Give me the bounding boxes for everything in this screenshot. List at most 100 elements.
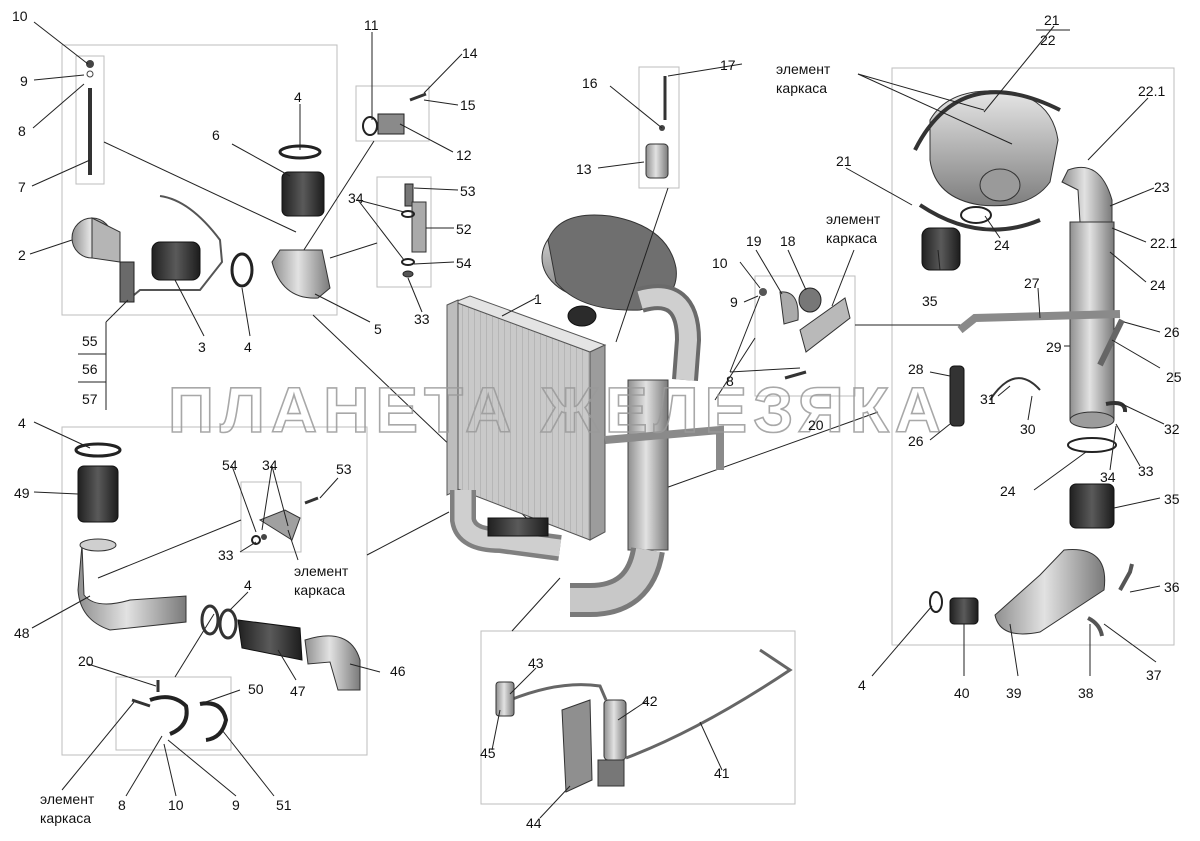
callout-21: 21 bbox=[836, 153, 852, 169]
callout-27-b: 26 bbox=[908, 433, 924, 449]
callout-28: 27 bbox=[1024, 275, 1040, 291]
callout-31: 30 bbox=[1020, 421, 1036, 437]
callout-8: 8 bbox=[18, 123, 26, 139]
callout-36-b: 35 bbox=[1164, 491, 1180, 507]
box-plug-group bbox=[638, 66, 680, 189]
callout-5: 5 bbox=[374, 321, 382, 337]
frame-label-bl-2: каркаса bbox=[40, 810, 91, 826]
callout-34-a: 33 bbox=[414, 311, 430, 327]
callout-14: 14 bbox=[462, 45, 478, 61]
box-clip-group bbox=[355, 85, 430, 142]
box-right-group bbox=[891, 67, 1175, 646]
callout-12: 12 bbox=[456, 147, 472, 163]
callout-35-c: 34 bbox=[262, 457, 278, 473]
callout-4-b: 4 bbox=[294, 89, 302, 105]
frame-label-low-2: каркаса bbox=[294, 582, 345, 598]
callout-57: 56 bbox=[82, 361, 98, 377]
callout-42: 41 bbox=[714, 765, 730, 781]
callout-50: 49 bbox=[14, 485, 30, 501]
frame-label-mid-1: элемент bbox=[826, 211, 881, 227]
callout-43: 42 bbox=[642, 693, 658, 709]
callout-3: 3 bbox=[198, 339, 206, 355]
callout-55-b: 54 bbox=[222, 457, 238, 473]
callout-40: 39 bbox=[1006, 685, 1022, 701]
frame-label-top-2: каркаса bbox=[776, 80, 827, 96]
callout-52: 51 bbox=[276, 797, 292, 813]
callout-41: 40 bbox=[954, 685, 970, 701]
callout-47: 46 bbox=[390, 663, 406, 679]
callout-25-c: 24 bbox=[1000, 483, 1016, 499]
callout-4-a: 4 bbox=[244, 339, 252, 355]
callout-9-b: 9 bbox=[730, 294, 738, 310]
callout-15: 15 bbox=[460, 97, 476, 113]
bottom-left-parts bbox=[74, 442, 361, 691]
box-clamp-group bbox=[115, 676, 232, 751]
callout-9-c: 9 bbox=[232, 797, 240, 813]
frame-label-mid-2: каркаса bbox=[826, 230, 877, 246]
callout-53: 52 bbox=[456, 221, 472, 237]
callout-23-b: 22.1 bbox=[1150, 235, 1177, 251]
frame-label-low-1: элемент bbox=[294, 563, 349, 579]
callout-49: 48 bbox=[14, 625, 30, 641]
callout-22: 21 bbox=[1044, 12, 1060, 28]
frame-label-top-1: элемент bbox=[776, 61, 831, 77]
callout-20-a: 20 bbox=[808, 417, 824, 433]
box-bottom-left-group bbox=[61, 426, 368, 756]
callout-8-c: 8 bbox=[118, 797, 126, 813]
callout-35-b: 34 bbox=[1100, 469, 1116, 485]
callout-54-b: 53 bbox=[336, 461, 352, 477]
callout-6: 6 bbox=[212, 127, 220, 143]
callout-27-a: 26 bbox=[1164, 324, 1180, 340]
plug-parts bbox=[645, 76, 669, 179]
watermark-text: ПЛАНЕТА ЖЕЛЕЗЯКА bbox=[168, 374, 947, 446]
callout-23-a: 22.1 bbox=[1138, 83, 1165, 99]
group-connection-lines bbox=[97, 140, 965, 678]
callout-46: 45 bbox=[480, 745, 496, 761]
callout-36-a: 35 bbox=[922, 293, 938, 309]
callout-17: 17 bbox=[720, 57, 736, 73]
callout-25-b: 24 bbox=[994, 237, 1010, 253]
clip-parts bbox=[362, 92, 427, 136]
callout-10-c: 10 bbox=[168, 797, 184, 813]
clamp-parts bbox=[131, 680, 229, 742]
callout-4-d: 4 bbox=[18, 415, 26, 431]
sensor-parts bbox=[495, 648, 793, 793]
callout-19: 19 bbox=[746, 233, 762, 249]
bracket-53-parts bbox=[401, 183, 427, 278]
callout-4-e: 4 bbox=[244, 577, 252, 593]
callout-51: 50 bbox=[248, 681, 264, 697]
mid-bracket-parts bbox=[759, 287, 851, 380]
callout-45: 44 bbox=[526, 815, 542, 831]
callout-20-b: 20 bbox=[78, 653, 94, 669]
leader-lines bbox=[29, 21, 1165, 819]
callout-39: 38 bbox=[1078, 685, 1094, 701]
group-boxes bbox=[61, 44, 1175, 805]
callout-58: 57 bbox=[82, 391, 98, 407]
callout-10-b: 10 bbox=[712, 255, 728, 271]
callout-7: 7 bbox=[18, 179, 26, 195]
callout-54-a: 53 bbox=[460, 183, 476, 199]
callout-56: 55 bbox=[82, 333, 98, 349]
callout-30: 29 bbox=[1046, 339, 1062, 355]
callout-8-b: 8 bbox=[726, 373, 734, 389]
callout-4-c: 4 bbox=[858, 677, 866, 693]
callout-44: 43 bbox=[528, 655, 544, 671]
box-top-left-group bbox=[61, 44, 338, 316]
callout-33: 32 bbox=[1164, 421, 1180, 437]
callout-11: 11 bbox=[364, 17, 379, 33]
parts bbox=[71, 60, 1134, 793]
callout-32: 31 bbox=[980, 391, 996, 407]
callout-2: 2 bbox=[18, 247, 26, 263]
callout-29: 28 bbox=[908, 361, 924, 377]
callout-48: 47 bbox=[290, 683, 306, 699]
callout-38: 37 bbox=[1146, 667, 1162, 683]
callout-1: 1 bbox=[534, 291, 542, 307]
box-bracket-group-lower bbox=[240, 481, 302, 553]
callout-numbers: 10 9 8 7 2 3 4 4 6 5 55 56 57 11 14 15 1… bbox=[12, 8, 1182, 831]
callout-16: 16 bbox=[582, 75, 598, 91]
box-bracket-group-mid bbox=[754, 275, 856, 397]
callout-26: 25 bbox=[1166, 369, 1182, 385]
central-pipes bbox=[450, 284, 724, 617]
intercooler-core bbox=[446, 295, 607, 541]
